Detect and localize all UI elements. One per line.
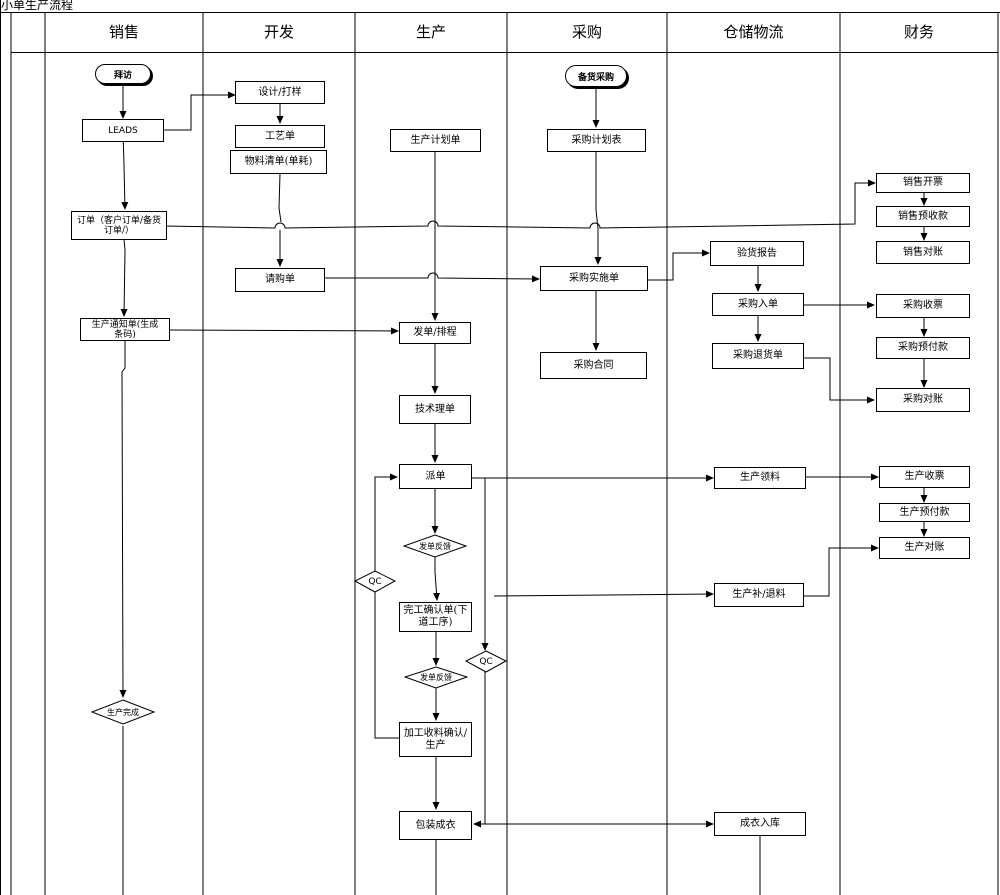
node-chengyi: 成衣入库 [714,812,806,836]
node-paidan: 派单 [399,464,472,489]
node-beihuo: 备货采购 [565,65,627,87]
node-jishu: 技术理单 [399,395,471,424]
node-yanhuo: 验货报告 [710,241,804,266]
page-title-bar: 小单生产流程 [0,0,1000,12]
node-tuihuo: 采购退货单 [712,343,804,369]
node-baifang: 拜访 [95,64,151,84]
node-lingliao: 生产领料 [714,467,806,489]
node-kaipiao: 销售开票 [876,173,970,193]
decision-qc2-diamond [464,650,508,673]
decision-qc1-diamond [353,570,397,593]
lane-title-sales: 销售 [108,23,139,41]
lane-title-warehouse-logistics: 仓储物流 [723,23,784,41]
node-leads: LEADS [82,119,164,142]
page-title: 小单生产流程 [1,0,74,12]
node-yushou: 销售预收款 [876,206,970,227]
node-fadan: 发单/排程 [399,322,471,344]
node-hetong: 采购合同 [540,352,647,379]
node-sheji: 设计/打样 [235,81,325,104]
node-xsduizhang: 销售对账 [876,241,970,264]
decision-fankui2-diamond [403,666,469,689]
node-ruku: 采购入单 [712,293,804,316]
node-cgduizhang: 采购对账 [876,388,970,412]
node-baozhuang: 包装成衣 [399,811,472,840]
node-bu: 生产补/退料 [714,583,804,607]
node-shishi: 采购实施单 [540,266,648,291]
node-jihua: 生产计划单 [390,129,481,152]
lane-title-development: 开发 [263,23,294,41]
node-gongyi: 工艺单 [235,125,325,148]
node-scshoupiao: 生产收票 [879,466,970,488]
node-dingdan: 订单（客户订单/备货 订单/） [71,211,167,240]
node-cgjihua: 采购计划表 [547,129,646,152]
node-wuliao: 物料清单(单耗) [230,150,327,174]
node-shoupiao: 采购收票 [876,294,970,318]
node-scduizhang: 生产对账 [879,537,970,559]
lane-title-purchasing: 采购 [571,23,602,41]
lane-title-finance: 财务 [903,23,934,41]
node-qinggou: 请购单 [235,268,325,292]
lane-title-production: 生产 [415,23,446,41]
node-jiagong: 加工收料确认/ 生产 [399,722,472,757]
node-wangong: 完工确认单(下 道工序) [399,602,472,632]
decision-wancheng-diamond [90,699,156,725]
node-yufu: 采购预付款 [876,337,970,359]
node-scyufu: 生产预付款 [879,503,970,522]
node-tongzhi: 生产通知单(生成 条码) [80,318,170,341]
decision-fankui1-diamond [402,534,468,558]
